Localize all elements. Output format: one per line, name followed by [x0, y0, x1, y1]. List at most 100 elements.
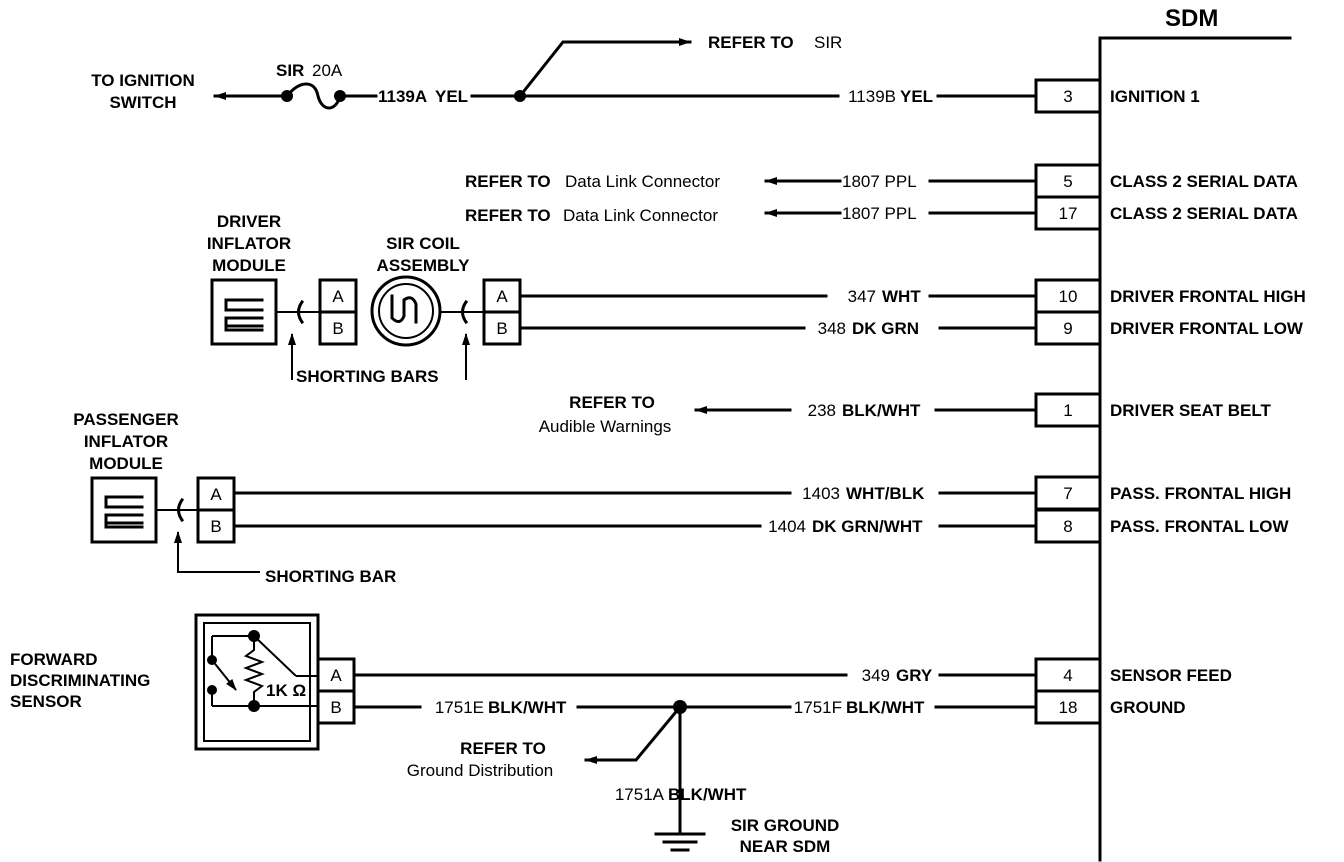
pin-3-label: IGNITION 1: [1110, 87, 1200, 106]
pin-17-label: CLASS 2 SERIAL DATA: [1110, 204, 1298, 223]
sensor-circuit: FORWARD DISCRIMINATING SENSOR 1K Ω A B 3…: [10, 613, 1232, 856]
pin-9-label: DRIVER FRONTAL LOW: [1110, 319, 1304, 338]
sensor-name-2: DISCRIMINATING: [10, 671, 150, 690]
pin-9-box: [1034, 310, 1102, 346]
refer-sir-target: SIR: [814, 33, 842, 52]
wire-1404-num: 1404: [768, 517, 806, 536]
driver-conn-a-label: A: [332, 287, 344, 306]
pin-18: 18: [1059, 698, 1078, 717]
shorting-bars-label: SHORTING BARS: [296, 367, 439, 386]
shorting-bar-label: SHORTING BAR: [265, 567, 396, 586]
passenger-conn-b-label: B: [210, 517, 221, 536]
pin-1-box: [1034, 392, 1102, 428]
sensor-conn-a-label: A: [330, 666, 342, 685]
pin-18-label: GROUND: [1110, 698, 1186, 717]
wire-1751e-color: BLK/WHT: [488, 698, 567, 717]
pin-17-box: [1034, 195, 1102, 231]
passenger-module-name-2: INFLATOR: [84, 432, 168, 451]
pin-5-label: CLASS 2 SERIAL DATA: [1110, 172, 1298, 191]
coil-conn-a: [482, 278, 522, 314]
wire-1751a-num: 1751A: [615, 785, 665, 804]
refer-dlc-target-1: Data Link Connector: [565, 172, 720, 191]
passenger-shorting-bar-icon: [177, 497, 185, 523]
wire-238-num: 238: [808, 401, 836, 420]
to-ignition-label-2: SWITCH: [109, 93, 176, 112]
driver-conn-a: [318, 278, 358, 314]
resistor-label: 1K Ω: [266, 681, 306, 700]
pin-10-label: DRIVER FRONTAL HIGH: [1110, 287, 1306, 306]
serial-data-circuits: REFER TO Data Link Connector 1807 PPL 5 …: [465, 163, 1298, 231]
refer-sir-arrow: [517, 38, 692, 99]
coil-name-1: SIR COIL: [386, 234, 460, 253]
driver-module-name-2: INFLATOR: [207, 234, 291, 253]
coil-conn-a-label: A: [496, 287, 508, 306]
pin-1: 1: [1063, 401, 1072, 420]
resistor-icon: [243, 636, 265, 706]
coil-name-2: ASSEMBLY: [377, 256, 471, 275]
passenger-module-name-1: PASSENGER: [73, 410, 179, 429]
driver-inflator-icon: [210, 278, 278, 346]
ignition-circuit: TO IGNITION SWITCH SIR 20A 1139A YEL REF…: [91, 33, 1200, 114]
wire-1807-2: 1807 PPL: [842, 204, 917, 223]
wire-1751f-color: BLK/WHT: [846, 698, 925, 717]
driver-conn-b: [318, 310, 358, 346]
driver-conn-b-label: B: [332, 319, 343, 338]
wire-1751a-color: BLK/WHT: [668, 785, 747, 804]
wire-348-num: 348: [818, 319, 846, 338]
sensor-name-1: FORWARD: [10, 650, 98, 669]
wire-1139b-num: 1139B: [848, 87, 896, 106]
to-ignition-label-1: TO IGNITION: [91, 71, 195, 90]
wire-1139a-num: 1139A: [378, 87, 427, 106]
refer-sir-prefix: REFER TO: [708, 33, 794, 52]
sir-coil-icon: [370, 275, 442, 347]
wire-347-color: WHT: [882, 287, 921, 306]
wire-238-color: BLK/WHT: [842, 401, 921, 420]
refer-ground-target: Ground Distribution: [407, 761, 553, 780]
coil-conn-b-label: B: [496, 319, 507, 338]
wire-349-num: 349: [862, 666, 890, 685]
seat-belt-circuit: REFER TO Audible Warnings 238 BLK/WHT 1 …: [539, 392, 1271, 436]
ground-label-2: NEAR SDM: [740, 837, 831, 856]
wire-347-num: 347: [848, 287, 876, 306]
pin-18-box: [1034, 689, 1102, 725]
wire-1139a-color: YEL: [435, 87, 468, 106]
pin-1-label: DRIVER SEAT BELT: [1110, 401, 1271, 420]
wire-1751f-num: 1751F: [794, 698, 842, 717]
pin-9: 9: [1063, 319, 1072, 338]
wire-1139b-color: YEL: [900, 87, 933, 106]
driver-module-name-1: DRIVER: [217, 212, 281, 231]
fuse-label: SIR: [276, 61, 304, 80]
driver-module-name-3: MODULE: [212, 256, 286, 275]
shorting-bar-icon-1: [297, 299, 305, 325]
wire-349-color: GRY: [896, 666, 933, 685]
pin-3: 3: [1063, 87, 1072, 106]
driver-inflator-circuit: DRIVER INFLATOR MODULE A B SIR COIL ASSE…: [207, 212, 1306, 386]
refer-dlc-prefix-1: REFER TO: [465, 172, 551, 191]
ground-label-1: SIR GROUND: [731, 816, 840, 835]
passenger-conn-a-label: A: [210, 485, 222, 504]
passenger-inflator-circuit: PASSENGER INFLATOR MODULE A B SHORTING B…: [73, 410, 1291, 586]
fuse-icon: [284, 82, 342, 110]
sensor-switch-icon: [211, 659, 237, 691]
pin-3-box: [1034, 78, 1102, 114]
pin-5: 5: [1063, 172, 1072, 191]
pin-7-label: PASS. FRONTAL HIGH: [1110, 484, 1291, 503]
squib-icon: [224, 298, 264, 332]
wire-1403-color: WHT/BLK: [846, 484, 925, 503]
pin-7: 7: [1063, 484, 1072, 503]
pin-8: 8: [1063, 517, 1072, 536]
passenger-inflator-icon: [90, 476, 158, 544]
pin-17: 17: [1059, 204, 1078, 223]
passenger-module-name-3: MODULE: [89, 454, 163, 473]
coil-conn-b: [482, 310, 522, 346]
sensor-conn-b-label: B: [330, 698, 341, 717]
wire-1807-1: 1807 PPL: [842, 172, 917, 191]
sensor-name-3: SENSOR: [10, 692, 82, 711]
passenger-squib-icon: [104, 495, 144, 529]
pin-8-box: [1034, 508, 1102, 544]
sdm-module: SDM: [1098, 5, 1292, 862]
refer-dlc-target-2: Data Link Connector: [563, 206, 718, 225]
refer-audible-target: Audible Warnings: [539, 417, 672, 436]
shorting-bar-icon-2: [461, 299, 469, 325]
